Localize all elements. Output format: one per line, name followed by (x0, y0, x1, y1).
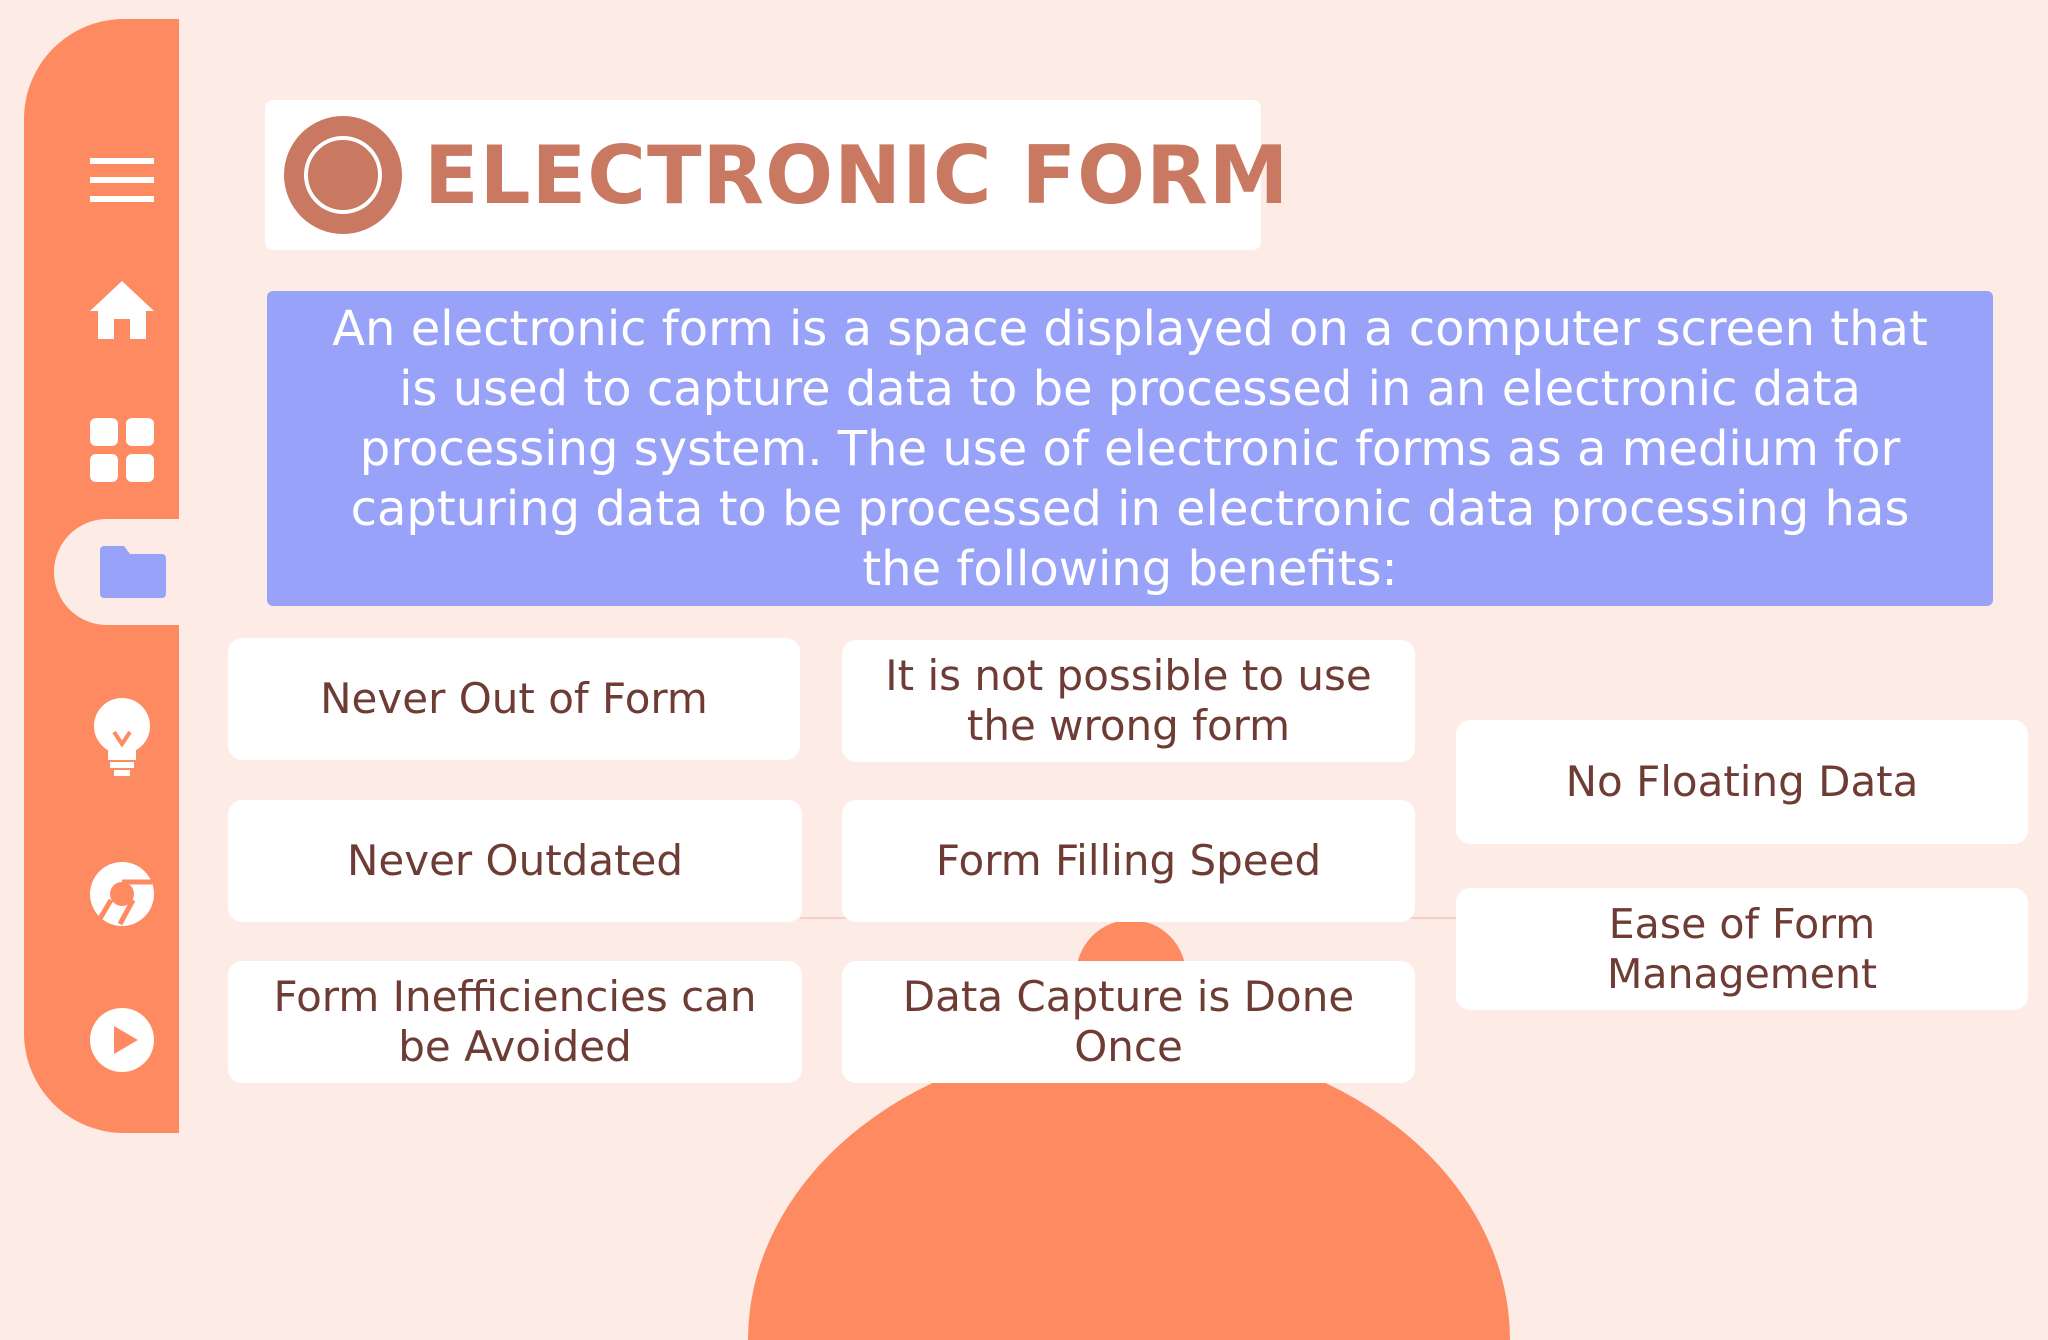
benefit-card: Form Filling Speed (842, 800, 1415, 922)
benefit-card: Ease of Form Management (1456, 888, 2028, 1010)
page-title: ELECTRONIC FORM (424, 128, 1290, 222)
menu-icon (90, 158, 154, 202)
benefit-card: It is not possible to use the wrong form (842, 640, 1415, 762)
benefit-card: Never Out of Form (228, 638, 800, 760)
sidebar-item-media[interactable] (67, 987, 177, 1093)
play-icon (90, 1008, 154, 1072)
title-banner: ELECTRONIC FORM (265, 100, 1288, 250)
benefit-card: No Floating Data (1456, 720, 2028, 844)
home-icon (90, 281, 154, 339)
description-text: An electronic form is a space displayed … (332, 300, 1928, 597)
sidebar-item-browser[interactable] (67, 841, 177, 947)
description-panel: An electronic form is a space displayed … (267, 291, 1993, 606)
chrome-icon (90, 862, 154, 926)
sidebar-item-ideas[interactable] (67, 685, 177, 791)
benefit-card: Form Inefficiencies can be Avoided (228, 961, 802, 1083)
lightbulb-icon (94, 698, 150, 776)
sidebar (24, 19, 212, 1133)
benefit-card: Data Capture is Done Once (842, 961, 1415, 1083)
folder-icon (100, 546, 166, 598)
sidebar-item-apps[interactable] (67, 397, 177, 503)
target-icon (284, 116, 402, 234)
sidebar-item-menu[interactable] (67, 127, 177, 233)
sidebar-item-folder[interactable] (54, 519, 212, 625)
decorative-blob (748, 1040, 1510, 1340)
sidebar-item-home[interactable] (67, 257, 177, 363)
grid-icon (90, 418, 154, 482)
benefit-card: Never Outdated (228, 800, 802, 922)
